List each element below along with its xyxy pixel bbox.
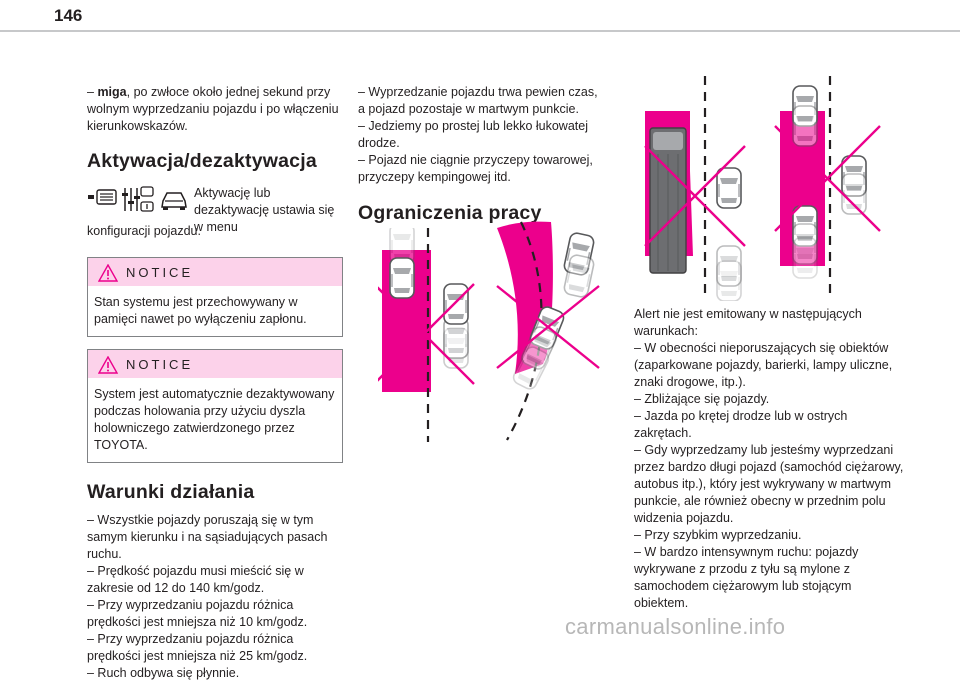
condition-item: – Ruch odbywa się płynnie.	[87, 666, 240, 680]
notice-header-2: NOTICE	[88, 350, 342, 378]
notice-header-1: NOTICE	[88, 258, 342, 286]
car-icon	[161, 192, 187, 210]
notice-box-1: NOTICE Stan systemu jest przechowywany w…	[87, 257, 343, 337]
alert-item: – Jazda po krętej drodze lub w ostrych z…	[634, 409, 848, 440]
condition-item: – Jedziemy po prostej lub lekko łukowate…	[358, 119, 588, 150]
activation-heading: Aktywacja/dezaktywacja	[87, 150, 317, 172]
activation-icons-row: Aktywację lub dezaktywację ustawia się w…	[87, 185, 347, 234]
intro-bold: miga	[97, 85, 127, 99]
alert-item: – W obecności nieporuszających się obiek…	[634, 341, 893, 389]
activation-text-cont: konfiguracji pojazdu.	[87, 224, 201, 238]
illustration-stationary-objects	[378, 228, 475, 442]
alert-item: – Gdy wyprzedzamy lub jesteśmy wyprzedza…	[634, 443, 904, 525]
intro-rest: , po zwłoce około jednej sekund przy wol…	[87, 85, 339, 133]
condition-item: – Pojazd nie ciągnie przyczepy towarowej…	[358, 153, 593, 184]
alert-item: – W bardzo intensywnym ruchu: pojazdy wy…	[634, 545, 859, 610]
condition-item: – Wszystkie pojazdy poruszają się w tym …	[87, 513, 328, 561]
activation-text: Aktywację lub dezaktywację ustawia się w…	[194, 186, 335, 234]
column-right: Alert nie jest emitowany w następujących…	[634, 306, 904, 612]
column-middle: – Wyprzedzanie pojazdu trwa pewien czas,…	[358, 84, 608, 225]
alert-item: – Przy szybkim wyprzedzaniu.	[634, 528, 802, 542]
notice-box-2: NOTICE System jest automatycznie dezakty…	[87, 349, 343, 463]
illustration-approaching-vehicles	[774, 76, 881, 300]
intro-paragraph: – miga, po zwłoce około jednej sekund pr…	[87, 84, 347, 135]
illustration-long-vehicle	[644, 76, 746, 301]
limitations-heading: Ograniczenia pracy	[358, 202, 542, 224]
header-rule	[0, 30, 960, 32]
settings-sliders-icon	[122, 186, 154, 212]
notice-title-1: NOTICE	[126, 265, 194, 280]
notice-body-2: System jest automatycznie dezaktywowany …	[94, 387, 335, 452]
page-number: 146	[54, 6, 83, 25]
display-menu-icon	[88, 189, 117, 205]
condition-item: – Przy wyprzedzaniu pojazdu różnica pręd…	[87, 598, 308, 629]
alert-intro: Alert nie jest emitowany w następujących…	[634, 307, 862, 338]
condition-item: – Przy wyprzedzaniu pojazdu różnica pręd…	[87, 632, 308, 663]
notice-body-1: Stan systemu jest przechowywany w pamięc…	[94, 295, 307, 326]
conditions-list: – Wszystkie pojazdy poruszają się w tym …	[87, 512, 347, 682]
condition-item: – Wyprzedzanie pojazdu trwa pewien czas,…	[358, 85, 598, 116]
column-left: – miga, po zwłoce około jednej sekund pr…	[87, 84, 347, 682]
conditions-heading: Warunki działania	[87, 481, 255, 503]
notice-title-2: NOTICE	[126, 357, 194, 372]
intro-dash: –	[87, 85, 98, 99]
warning-triangle-icon	[98, 356, 118, 374]
condition-item: – Prędkość pojazdu musi mieścić się w za…	[87, 564, 304, 595]
watermark: carmanualsonline.info	[565, 614, 786, 639]
illustration-curved-road	[496, 221, 600, 441]
warning-triangle-icon	[98, 264, 118, 282]
alert-item: – Zbliżające się pojazdy.	[634, 392, 770, 406]
